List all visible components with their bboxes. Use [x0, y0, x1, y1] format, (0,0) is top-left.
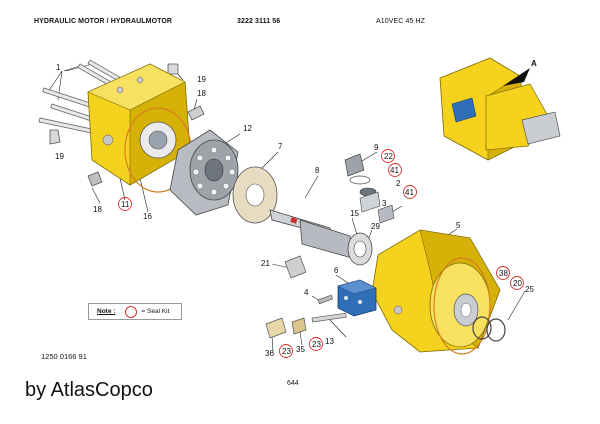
- part-label-29: 29: [371, 222, 380, 231]
- swash-plate: [232, 166, 278, 224]
- part-label-22: 22: [384, 152, 393, 161]
- view-label: A: [531, 59, 537, 68]
- part-label-11: 11: [121, 200, 130, 209]
- seal-kit-circle-icon: [125, 305, 138, 318]
- part-label-19: 19: [55, 152, 64, 161]
- part-number: 1250 0166 91: [41, 352, 87, 361]
- cylinder-block: [169, 129, 239, 216]
- part-label-38: 38: [499, 269, 508, 278]
- bearing: [347, 232, 373, 266]
- part-label-15: 15: [350, 209, 359, 218]
- part-label-16: 16: [143, 212, 152, 221]
- brand-credit: by AtlasCopco: [25, 379, 153, 401]
- seal-kit-legend: Note : = Seal Kit: [88, 303, 182, 320]
- note-text: = Seal Kit: [141, 308, 170, 315]
- part-label-36: 36: [265, 349, 274, 358]
- page-number: 644: [287, 380, 299, 387]
- part-label-1: 1: [56, 63, 61, 72]
- control-valve-block: [337, 279, 377, 317]
- part-label-8: 8: [315, 166, 320, 175]
- part-label-18: 18: [93, 205, 102, 214]
- part-label-3: 3: [382, 199, 387, 208]
- part-label-41: 41: [390, 166, 399, 175]
- part-label-6: 6: [334, 266, 339, 275]
- assembled-view: [439, 57, 561, 161]
- part-label-5: 5: [456, 221, 461, 230]
- diagram-code: 3222 3111 56: [237, 18, 281, 25]
- diagram-model: A10VEC 45 HZ: [376, 18, 426, 25]
- part-label-19: 19: [197, 75, 206, 84]
- part-label-4: 4: [304, 288, 309, 297]
- part-label-7: 7: [278, 142, 283, 151]
- part-label-35: 35: [296, 345, 305, 354]
- control-piston-stack: [344, 153, 395, 224]
- part-label-12: 12: [243, 124, 252, 133]
- diagram-title: HYDRAULIC MOTOR / HYDRAULMOTOR: [34, 18, 173, 25]
- part-label-13: 13: [325, 337, 334, 346]
- part-label-23: 23: [312, 340, 321, 349]
- part-label-20: 20: [513, 279, 522, 288]
- seal-ring-20: [472, 316, 492, 340]
- drive-shaft: [269, 209, 353, 259]
- o-ring-38: [433, 257, 491, 355]
- part-label-9: 9: [374, 143, 379, 152]
- part-label-18: 18: [197, 89, 206, 98]
- main-housing: [371, 229, 501, 353]
- part-label-25: 25: [525, 285, 534, 294]
- part-label-21: 21: [261, 259, 270, 268]
- part-label-23: 23: [282, 347, 291, 356]
- end-housing: [87, 63, 191, 186]
- note-label: Note :: [97, 308, 116, 315]
- part-label-2: 2: [396, 179, 401, 188]
- part-label-41: 41: [405, 188, 414, 197]
- seal-ring-25: [486, 318, 506, 342]
